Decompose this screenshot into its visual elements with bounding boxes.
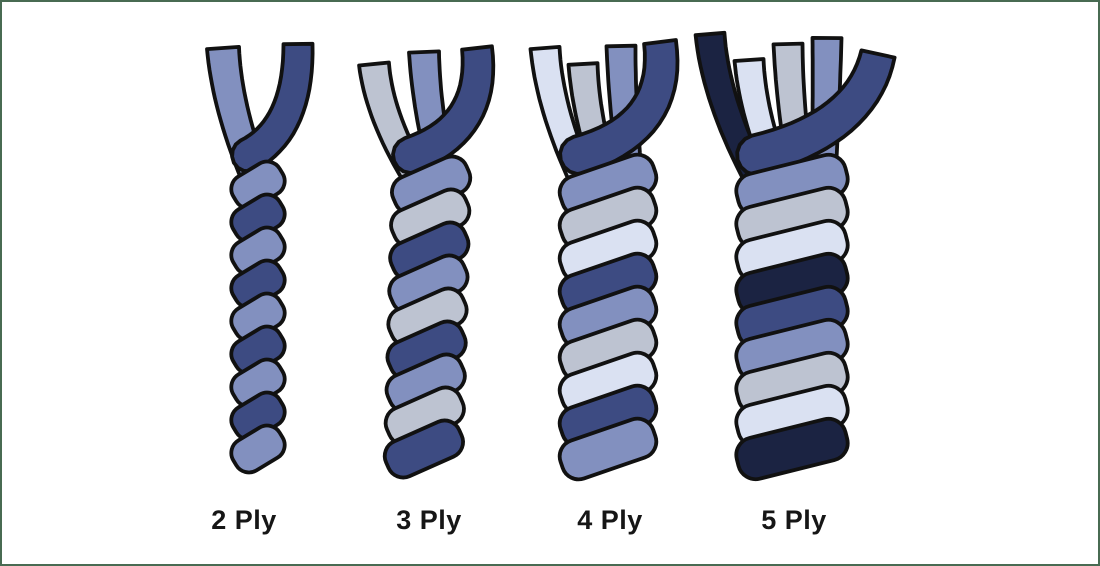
twist-band <box>382 418 465 480</box>
ply-label-2: 2 Ply <box>211 505 277 535</box>
twist-band <box>229 423 287 475</box>
wrapping-strand <box>230 41 315 174</box>
wrapping-strand <box>735 48 897 177</box>
twist-band <box>557 416 659 482</box>
twist-band <box>734 416 850 482</box>
wrapping-strand <box>391 44 496 175</box>
rope-2ply <box>205 41 315 475</box>
ply-label-3: 3 Ply <box>396 505 462 535</box>
rope-5ply <box>693 30 897 482</box>
ply-label-4: 4 Ply <box>577 505 643 535</box>
rope-4ply <box>528 38 680 482</box>
rope-3ply <box>357 44 496 480</box>
wrapping-strand <box>558 38 680 176</box>
ply-label-5: 5 Ply <box>761 505 827 535</box>
